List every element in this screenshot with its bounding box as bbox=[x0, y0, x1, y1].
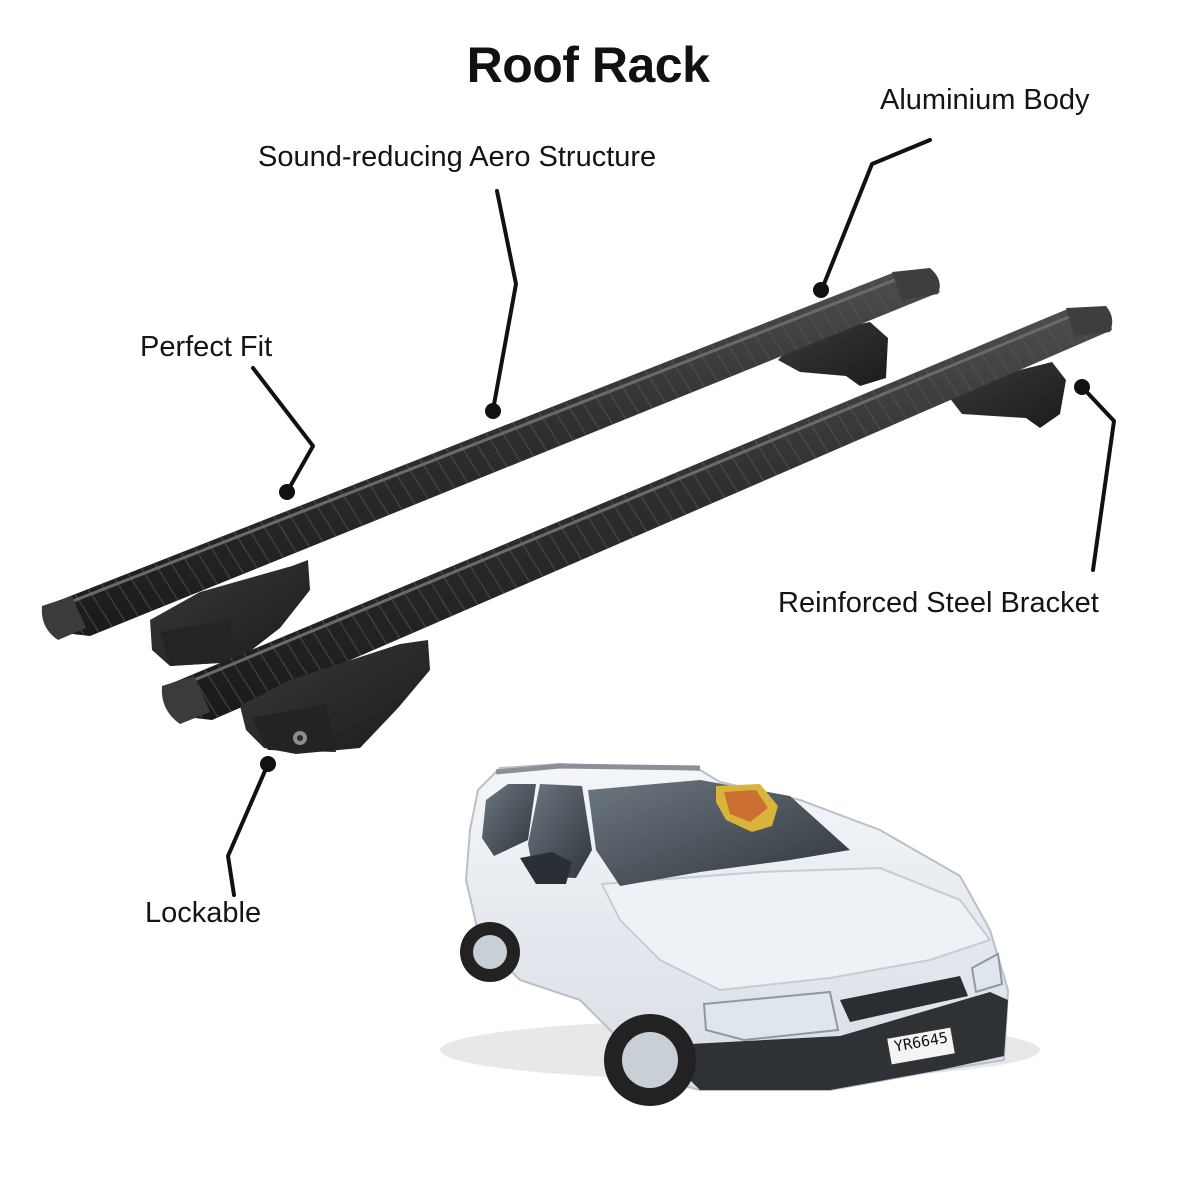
car-hood bbox=[600, 866, 992, 992]
dot-perfect-fit bbox=[279, 484, 295, 500]
callout-label-perfect-fit: Perfect Fit bbox=[140, 331, 273, 363]
car-mirror bbox=[520, 852, 572, 884]
car-headlight-left bbox=[702, 990, 840, 1042]
page-title: Roof Rack bbox=[466, 37, 710, 93]
callout-leaders bbox=[226, 138, 1116, 897]
front-bar-foot-right bbox=[948, 362, 1066, 428]
callout-label-aluminium-body: Aluminium Body bbox=[880, 84, 1090, 116]
car-photo bbox=[440, 762, 1040, 1106]
car-grille bbox=[840, 976, 968, 1022]
car-headlight-right bbox=[970, 952, 1004, 994]
car-plate bbox=[884, 1025, 958, 1067]
back-crossbar bbox=[41, 268, 940, 666]
leader-perfect-fit bbox=[251, 366, 315, 494]
back-bar-endcap-right bbox=[892, 268, 940, 300]
dot-reinforced-bracket bbox=[1074, 379, 1090, 395]
callout-dots bbox=[260, 282, 1090, 772]
dot-lockable bbox=[260, 756, 276, 772]
front-bar-endcap-left bbox=[161, 676, 210, 724]
car-roof-rail bbox=[495, 763, 701, 775]
front-bar-endcap-right bbox=[1066, 306, 1113, 336]
leader-aero-structure bbox=[491, 189, 518, 412]
back-bar-endcap-left bbox=[41, 596, 86, 640]
front-crossbar bbox=[161, 306, 1113, 754]
callout-label-aero-structure: Sound-reducing Aero Structure bbox=[258, 141, 657, 173]
callout-label-reinforced-bracket: Reinforced Steel Bracket bbox=[778, 587, 1099, 619]
leader-aluminium-body bbox=[820, 138, 932, 291]
car-windshield bbox=[588, 780, 850, 886]
dot-aluminium-body bbox=[813, 282, 829, 298]
leader-reinforced-bracket bbox=[1080, 385, 1116, 572]
dot-aero-structure bbox=[485, 403, 501, 419]
leader-lockable bbox=[226, 762, 270, 897]
car-bumper bbox=[680, 992, 1008, 1090]
callout-label-lockable: Lockable bbox=[145, 897, 262, 929]
car-side-window-rear bbox=[482, 784, 536, 856]
